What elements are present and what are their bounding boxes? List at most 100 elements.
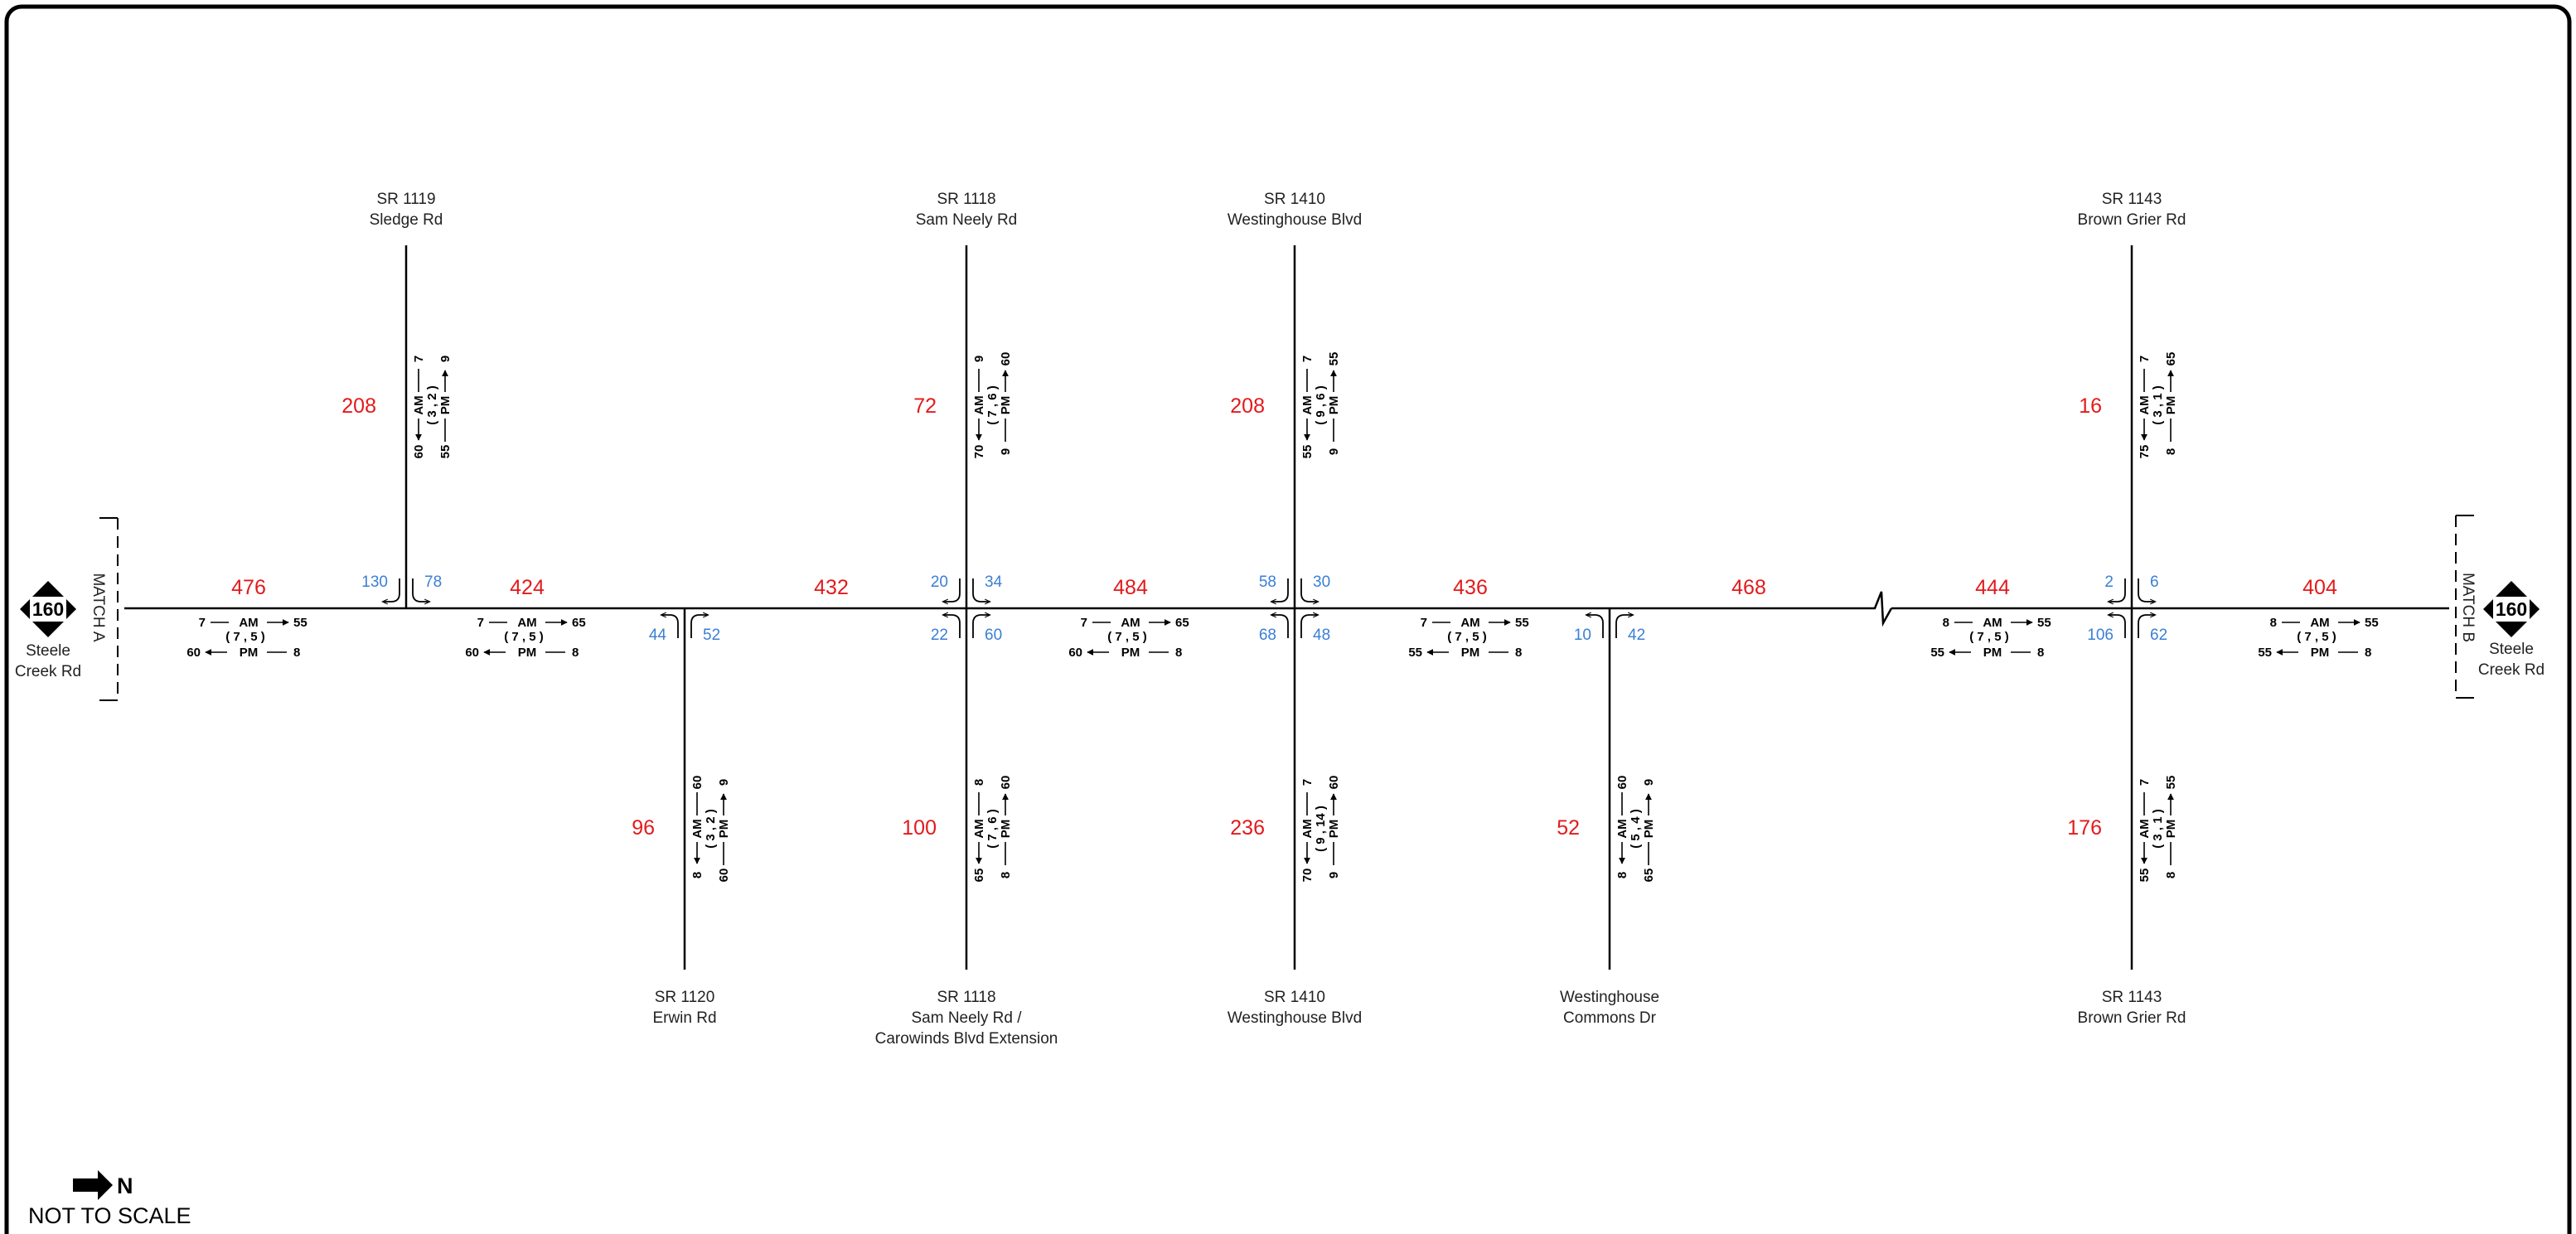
north-arrow-icon xyxy=(73,1170,113,1200)
route-shield-east: 160 xyxy=(2483,581,2540,637)
pm-out-volume: 60 xyxy=(186,646,201,660)
turn-movement-icon xyxy=(2138,615,2155,638)
pm-out-volume: 60 xyxy=(465,646,479,660)
cross-street-bottom-label: Westinghouse xyxy=(1560,989,1659,1006)
am-label: AM xyxy=(1121,616,1140,630)
am-in-volume: 60 xyxy=(1615,776,1629,790)
heavy-vehicle-pct: ( 7 , 5 ) xyxy=(2297,630,2336,644)
am-out-volume: 70 xyxy=(972,445,986,459)
am-in-volume: 7 xyxy=(2138,779,2152,786)
am-in-volume: 7 xyxy=(2138,356,2152,362)
turn-movement-icon xyxy=(943,578,961,602)
pm-in-volume: 55 xyxy=(2164,776,2178,790)
am-out-volume: 55 xyxy=(293,616,307,630)
pm-in-volume: 8 xyxy=(2037,646,2044,660)
cross-street-bottom-label: Carowinds Blvd Extension xyxy=(875,1030,1058,1048)
heavy-vehicle-pct: ( 7 , 5 ) xyxy=(1969,630,2009,644)
main-corridor xyxy=(124,591,2449,627)
turn-movement-icon xyxy=(661,615,679,638)
pm-label: PM xyxy=(999,396,1013,415)
south-leg-daily-volume: 176 xyxy=(2067,816,2102,840)
pm-in-volume: 55 xyxy=(1327,352,1341,366)
pm-out-volume: 55 xyxy=(1930,646,1944,660)
am-in-volume: 60 xyxy=(690,776,705,790)
heavy-vehicle-pct: ( 5 , 4 ) xyxy=(1629,809,1643,849)
am-in-volume: 7 xyxy=(1081,616,1087,630)
am-label: AM xyxy=(1300,819,1315,838)
turn-movement-icon xyxy=(1615,615,1633,638)
heavy-vehicle-pct: ( 3 , 1 ) xyxy=(2151,385,2165,425)
cross-street-top-label: SR 1118 xyxy=(937,191,995,208)
am-in-volume: 7 xyxy=(1300,356,1315,362)
pm-label: PM xyxy=(999,820,1013,839)
pm-in-volume: 8 xyxy=(293,646,300,660)
turn-volume-se: 48 xyxy=(1313,627,1330,644)
cross-street-bottom-label: SR 1410 xyxy=(1264,989,1325,1006)
turn-movement-icon xyxy=(972,578,990,602)
am-out-volume: 8 xyxy=(1615,872,1629,878)
am-out-volume: 55 xyxy=(2037,616,2051,630)
turn-movement-icon xyxy=(690,615,708,638)
corridor-segment: 468 xyxy=(1731,576,1766,599)
cross-street-bottom-label: Sam Neely Rd / xyxy=(911,1009,1022,1027)
pm-in-volume: 8 xyxy=(572,646,579,660)
am-out-volume: 55 xyxy=(2138,869,2152,883)
north-leg-daily-volume: 72 xyxy=(913,394,937,418)
cross-street-bottom-label: SR 1143 xyxy=(2102,989,2162,1006)
pm-out-volume: 9 xyxy=(1327,448,1341,455)
route-name-east-line1: Steele xyxy=(2489,641,2534,658)
pm-in-volume: 65 xyxy=(2164,352,2178,366)
pm-in-volume: 8 xyxy=(2365,646,2371,660)
heavy-vehicle-pct: ( 3 , 2 ) xyxy=(704,809,718,849)
turn-movement-icon xyxy=(412,578,429,602)
route-number: 160 xyxy=(2496,598,2527,620)
heavy-vehicle-pct: ( 7 , 5 ) xyxy=(225,630,265,644)
pm-label: PM xyxy=(2311,646,2330,660)
am-label: AM xyxy=(239,616,258,630)
pm-out-volume: 60 xyxy=(1068,646,1082,660)
segment-daily-volume: 436 xyxy=(1453,576,1488,599)
am-out-volume: 75 xyxy=(2138,445,2152,459)
turn-volume-sw: 68 xyxy=(1259,627,1276,644)
route-name-east-line2: Creek Rd xyxy=(2478,661,2545,679)
turn-volume-ne: 30 xyxy=(1313,573,1330,591)
pm-label: PM xyxy=(240,646,259,660)
south-leg-daily-volume: 96 xyxy=(632,816,655,840)
am-out-volume: 70 xyxy=(1300,869,1315,883)
heavy-vehicle-pct: ( 7 , 5 ) xyxy=(1107,630,1147,644)
am-in-volume: 7 xyxy=(477,616,484,630)
segment-daily-volume: 432 xyxy=(814,576,849,599)
segment-daily-volume: 424 xyxy=(510,576,545,599)
am-out-volume: 55 xyxy=(1300,445,1315,459)
cross-street-bottom-label: Erwin Rd xyxy=(652,1009,716,1027)
heavy-vehicle-pct: ( 9 , 14 ) xyxy=(1314,806,1328,852)
am-label: AM xyxy=(972,819,986,838)
am-in-volume: 8 xyxy=(972,779,986,786)
match-b-label: MATCH B xyxy=(2459,573,2477,642)
pm-label: PM xyxy=(518,646,537,660)
cross-street-top-label: Sledge Rd xyxy=(370,211,443,229)
cross-street-top-label: Sam Neely Rd xyxy=(916,211,1018,229)
pm-out-volume: 55 xyxy=(1408,646,1422,660)
pm-label: PM xyxy=(1642,820,1656,839)
turn-volume-se: 52 xyxy=(703,627,720,644)
pm-label: PM xyxy=(2164,396,2178,415)
pm-in-volume: 60 xyxy=(999,352,1013,366)
cross-street-bottom-label: Commons Dr xyxy=(1563,1009,1657,1027)
pm-label: PM xyxy=(1327,820,1341,839)
am-in-volume: 7 xyxy=(199,616,206,630)
am-in-volume: 8 xyxy=(1943,616,1949,630)
